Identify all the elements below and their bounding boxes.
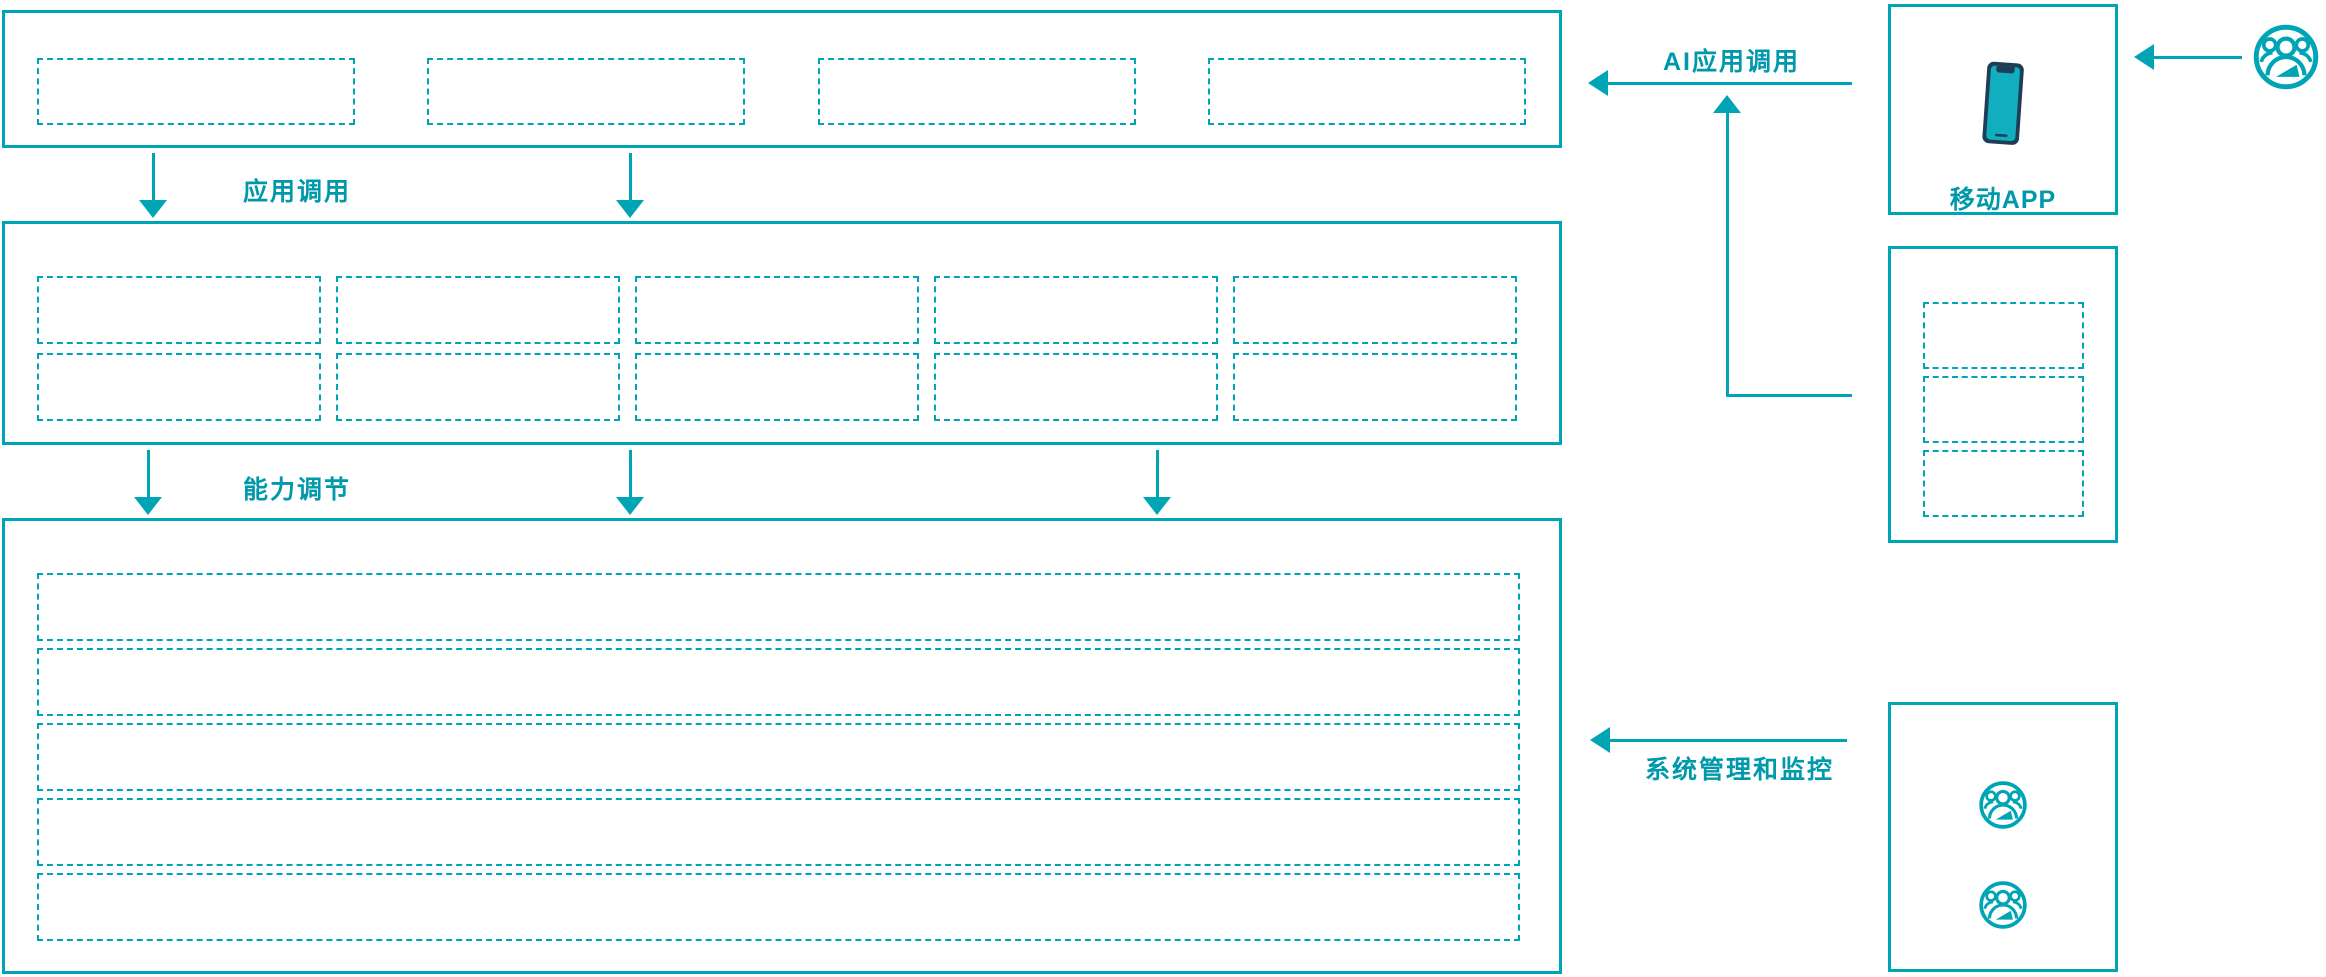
app-call-label: 应用调用 [243, 178, 352, 206]
ai-app-call-label: AI应用调用 [1663, 48, 1801, 76]
placeholder-box [1922, 302, 2084, 369]
placeholder-box [336, 353, 620, 421]
placeholder-box [1233, 276, 1517, 344]
placeholder-row [37, 573, 1520, 641]
placeholder-box [37, 353, 321, 421]
gateway-connector-arrowhead [1713, 95, 1741, 113]
application-layer-panel [2, 10, 1562, 148]
placeholder-box [635, 353, 919, 421]
capability-adjust-label: 能力调节 [243, 476, 352, 504]
app-call-arrow-line-2 [629, 153, 632, 201]
placeholder-box [336, 276, 620, 344]
placeholder-box [427, 58, 746, 125]
user-arrow-line [2154, 56, 2242, 59]
capability-arrow-line-1 [147, 450, 150, 498]
gateway-connector-vertical [1726, 112, 1729, 397]
capability-arrow-line-3 [1156, 450, 1159, 498]
placeholder-box [934, 353, 1218, 421]
placeholder-box [1207, 58, 1526, 125]
placeholder-box [37, 58, 355, 125]
user-group-icon [1978, 880, 2028, 930]
system-monitor-arrow-line [1610, 739, 1847, 742]
placeholder-box [37, 276, 321, 344]
placeholder-box [635, 276, 919, 344]
placeholder-row [37, 648, 1520, 716]
system-monitor-arrowhead [1590, 727, 1610, 753]
app-call-arrowhead-1 [139, 200, 167, 218]
placeholder-box [817, 58, 1136, 125]
capability-arrowhead-2 [616, 497, 644, 515]
smartphone-icon [1978, 57, 2028, 158]
ai-app-call-arrow-line [1608, 82, 1852, 85]
admin-box [1888, 702, 2118, 972]
mobile-app-box: 移动APP [1888, 4, 2118, 215]
placeholder-box [1233, 353, 1517, 421]
user-group-icon [2252, 23, 2320, 91]
placeholder-box [1922, 376, 2084, 443]
capability-arrowhead-3 [1143, 497, 1171, 515]
gateway-connector-horizontal [1726, 394, 1852, 397]
capability-arrowhead-1 [134, 497, 162, 515]
platform-layer-panel [2, 518, 1562, 974]
user-arrowhead [2134, 44, 2154, 70]
app-call-arrowhead-2 [616, 200, 644, 218]
capability-arrow-line-2 [629, 450, 632, 498]
placeholder-box [1922, 450, 2084, 517]
mobile-app-label: 移动APP [1949, 186, 2057, 214]
placeholder-box [934, 276, 1218, 344]
user-group-icon [1978, 780, 2028, 830]
capability-layer-panel [2, 221, 1562, 445]
placeholder-row [37, 723, 1520, 791]
app-call-arrow-line-1 [152, 153, 155, 201]
system-monitor-label: 系统管理和监控 [1645, 756, 1835, 784]
ai-app-call-arrowhead [1588, 70, 1608, 96]
gateway-box [1888, 246, 2118, 543]
placeholder-row [37, 873, 1520, 941]
placeholder-row [37, 798, 1520, 866]
